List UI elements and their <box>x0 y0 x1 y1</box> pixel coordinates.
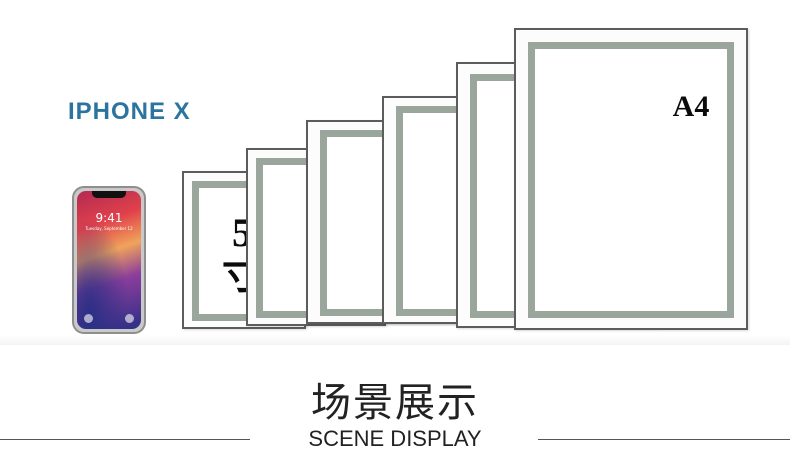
stage-shadow <box>0 335 790 345</box>
iphone-image: 9:41 Tuesday, September 12 <box>72 186 146 334</box>
flashlight-icon <box>84 314 93 323</box>
phone-notch <box>92 191 126 198</box>
iphone-label: IPHONE X <box>68 98 191 125</box>
phone-lock-time: 9:41 <box>95 211 123 225</box>
frame-size-number: A4 <box>672 90 710 123</box>
divider-right <box>538 439 790 440</box>
frame-mat <box>528 42 734 318</box>
camera-icon <box>125 314 134 323</box>
phone-screen: 9:41 Tuesday, September 12 <box>77 191 141 329</box>
section-title-cn: 场景展示 <box>311 380 479 426</box>
section-title-en: SCENE DISPLAY <box>308 426 482 451</box>
divider-left <box>0 439 250 440</box>
phone-lock-date: Tuesday, September 12 <box>85 226 133 231</box>
frame-a4: A4 <box>514 28 748 330</box>
frame-size-label: A4 <box>666 92 716 122</box>
